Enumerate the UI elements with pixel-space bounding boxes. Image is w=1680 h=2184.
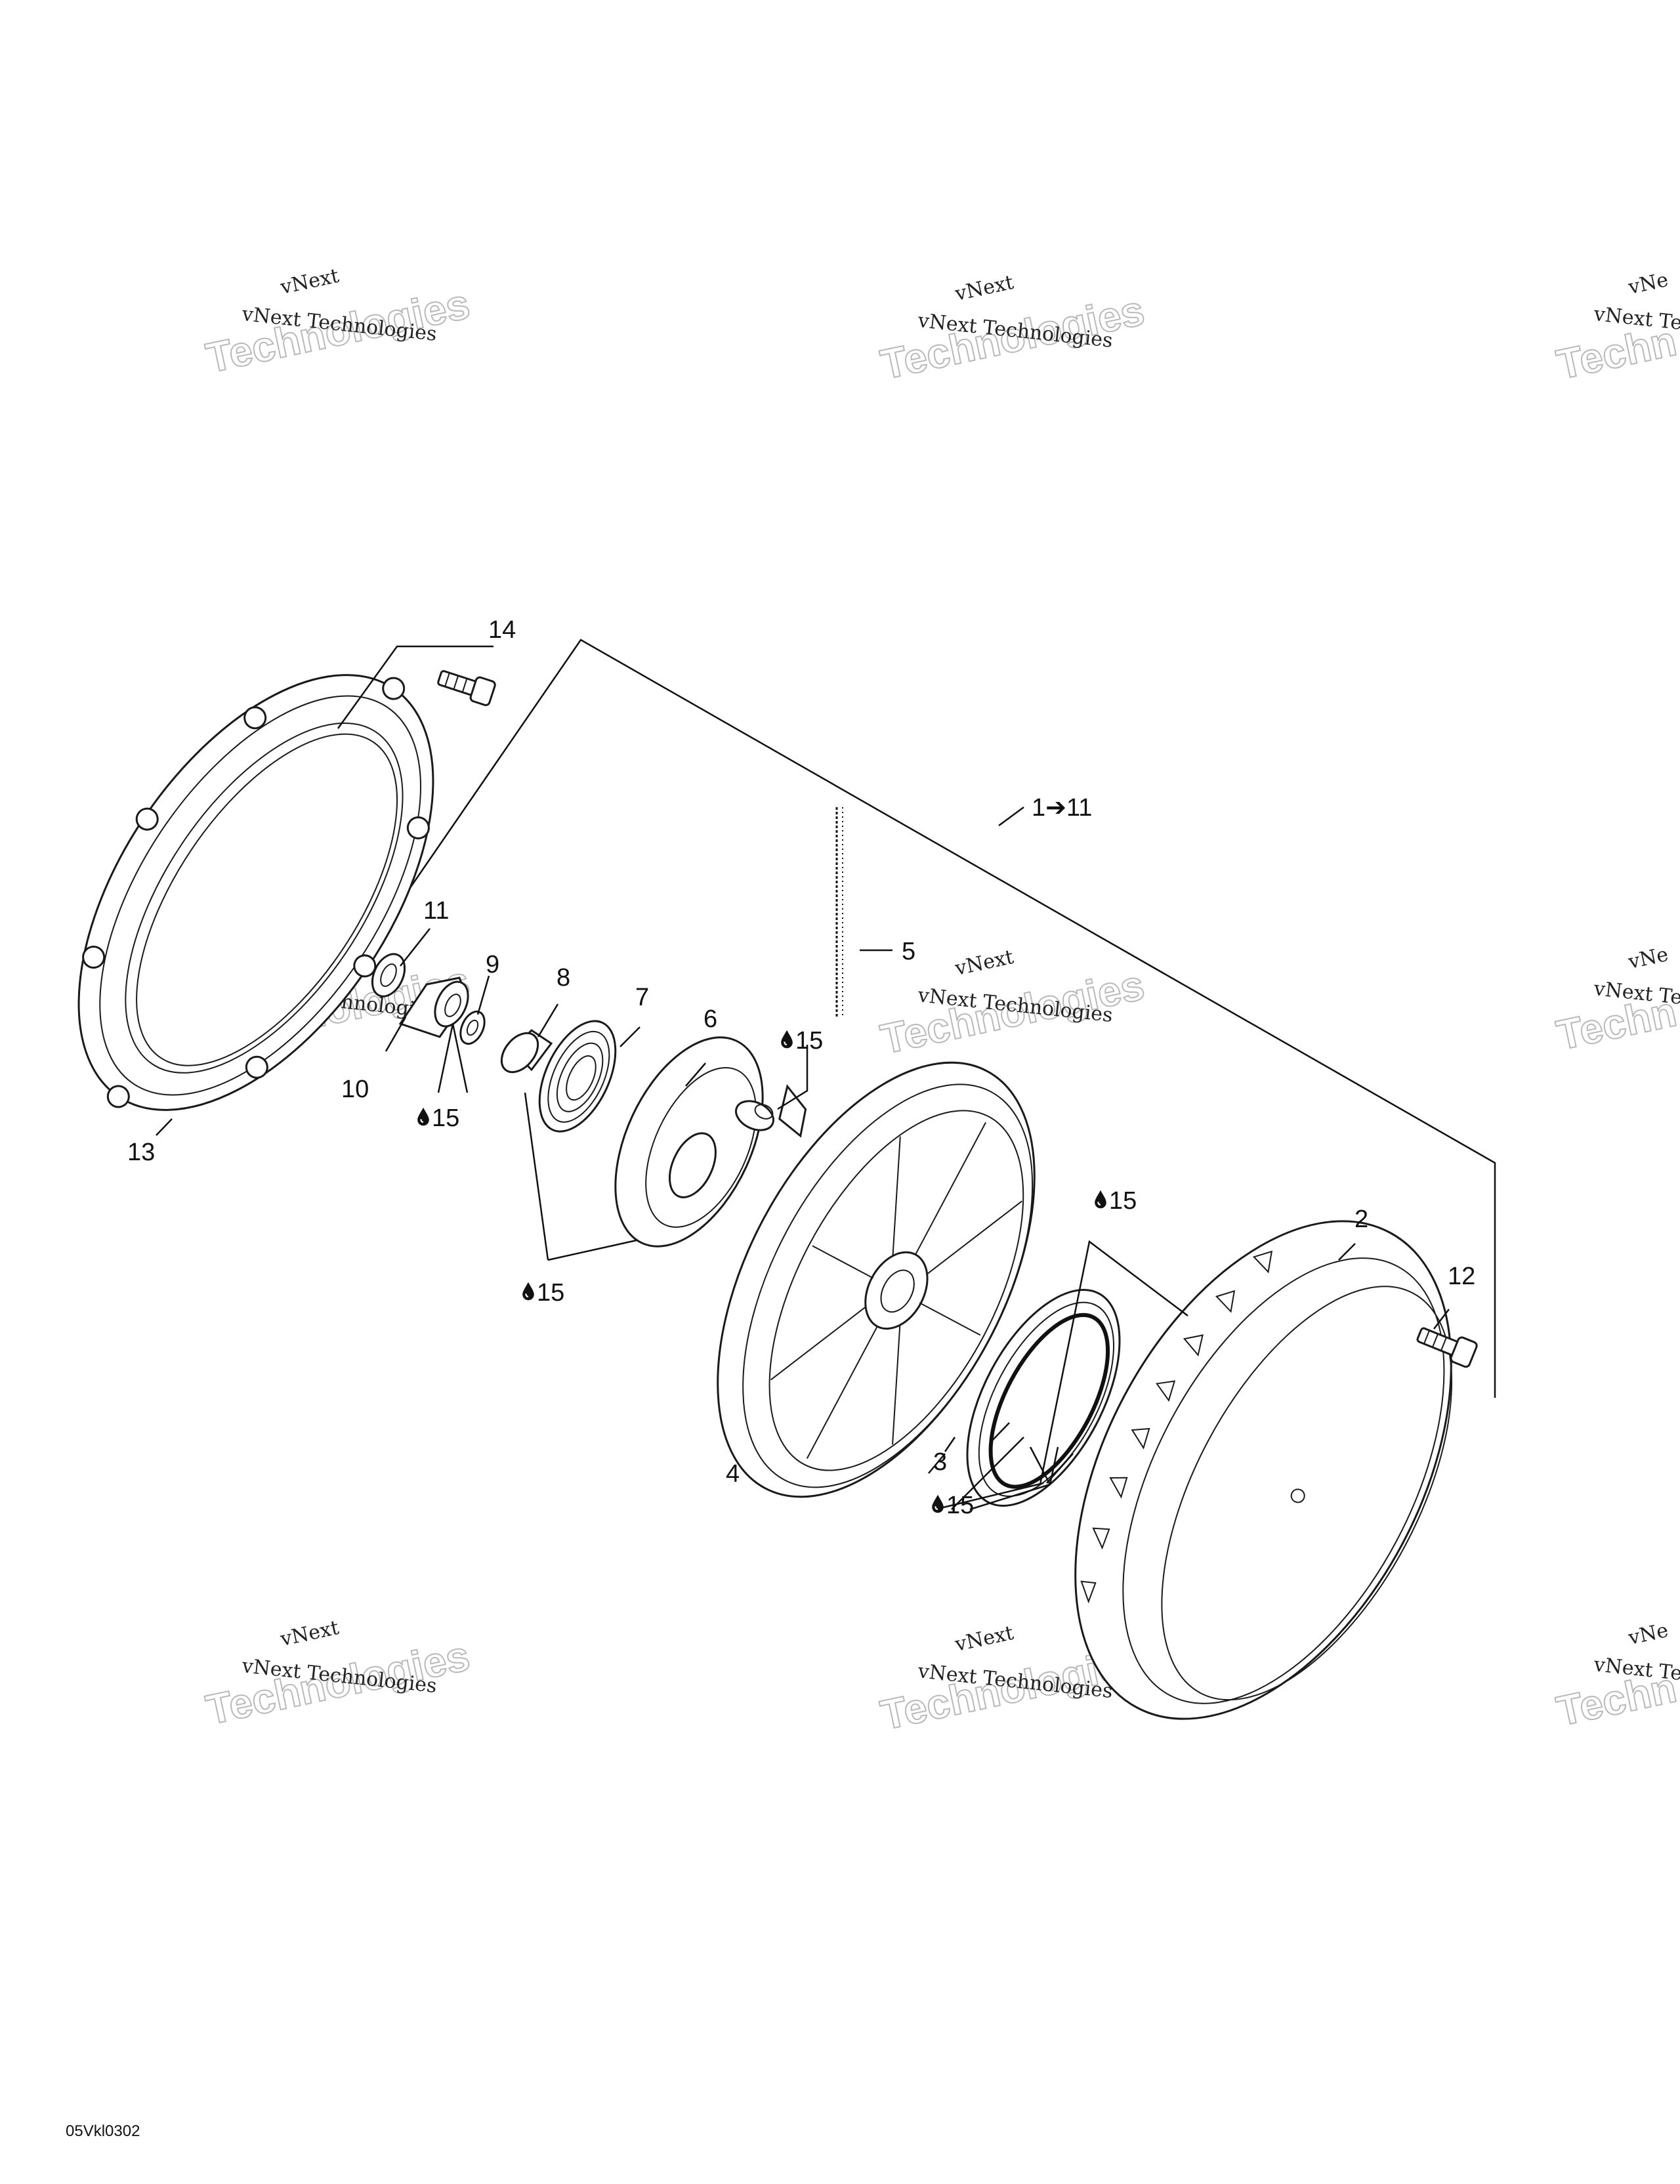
housing-vents [1080, 1250, 1273, 1604]
watermark-top-center: Technologies vNext vNext Technologies [876, 271, 1149, 389]
svg-text:vNext: vNext [952, 1622, 1015, 1656]
leader-lines [156, 806, 1450, 1511]
svg-text:vNe: vNe [1626, 1619, 1670, 1650]
svg-text:vNext: vNext [952, 271, 1015, 306]
lubricant-callout-3: 15 [522, 1279, 564, 1307]
lubricant-callout-2: 15 [417, 1104, 459, 1132]
oil-drop-icon [780, 1029, 793, 1049]
part-8-bushing [500, 1029, 553, 1074]
part-11-washer [371, 953, 406, 998]
callout-2: 2 [1354, 1206, 1368, 1233]
callout-6: 6 [704, 1005, 717, 1033]
callout-labels: 14 1➔11 5 11 9 8 7 6 10 13 2 12 4 3 [127, 616, 1475, 1488]
callout-12: 12 [1448, 1263, 1475, 1290]
svg-text:vNe: vNe [1626, 943, 1670, 974]
part-12-bolt [1416, 1327, 1478, 1368]
assembly-bracket-line [391, 639, 1496, 1398]
lubricant-callout-4: 15 [1094, 1187, 1137, 1215]
watermark-bottom-right: Techn vNe vNext Te [1552, 1619, 1680, 1736]
watermark-mid-center: Technologies vNext vNext Technologies [876, 946, 1149, 1064]
svg-text:vNext: vNext [278, 264, 341, 299]
oil-drop-icon [522, 1281, 535, 1301]
svg-text:15: 15 [946, 1492, 974, 1519]
part-13-housing-ring [77, 674, 434, 1111]
watermark-mid-right: Techn vNe vNext Te [1552, 943, 1680, 1060]
part-5-rope [835, 807, 843, 1017]
part-4-rope-pulley [717, 1061, 1036, 1498]
figure-code: 05Vkl0302 [66, 2122, 140, 2140]
lubricant-callout-1: 15 [780, 1027, 823, 1055]
callout-10: 10 [341, 1076, 369, 1103]
part-3-recoil-spring [966, 1289, 1121, 1507]
svg-text:vNext Te: vNext Te [1592, 303, 1680, 335]
leader-14 [337, 645, 494, 729]
part-6-pawl-plate [614, 1036, 807, 1248]
callout-14: 14 [488, 616, 516, 644]
part-14-screw [437, 670, 496, 706]
part-6-pin [735, 1100, 774, 1131]
callout-4: 4 [726, 1460, 740, 1488]
svg-text:15: 15 [1109, 1187, 1137, 1215]
watermark-top-right: Techn vNe vNext Te [1552, 268, 1680, 389]
callout-7: 7 [635, 984, 649, 1011]
callout-1-11: 1➔11 [1032, 794, 1092, 822]
callout-3: 3 [933, 1448, 947, 1476]
callout-13: 13 [127, 1139, 155, 1166]
lubricant-callout-5: 15 [931, 1492, 974, 1519]
part-10-bushing [398, 976, 469, 1038]
part-2-starter-housing [1074, 1220, 1453, 1720]
callout-5: 5 [902, 938, 915, 965]
callout-11: 11 [423, 897, 449, 925]
watermark-top-left: Technologies vNext vNext Technologies [201, 264, 474, 383]
oil-drop-icon [931, 1494, 944, 1513]
part-9-washer [459, 1010, 486, 1045]
part-7-spring [538, 1020, 617, 1133]
svg-text:vNe: vNe [1626, 268, 1670, 299]
callout-8: 8 [556, 964, 570, 992]
svg-text:15: 15 [537, 1279, 564, 1307]
oil-drop-icon [417, 1106, 430, 1126]
callout-9: 9 [486, 951, 499, 978]
svg-text:vNext: vNext [952, 946, 1015, 980]
lubricant-callouts: 15 15 15 15 15 [417, 1027, 1137, 1519]
oil-drop-icon [1094, 1189, 1107, 1209]
svg-text:15: 15 [432, 1104, 459, 1132]
watermark-bottom-left: Technologies vNext vNext Technologies [201, 1616, 474, 1734]
svg-text:15: 15 [795, 1027, 823, 1055]
svg-text:vNext: vNext [278, 1616, 341, 1651]
